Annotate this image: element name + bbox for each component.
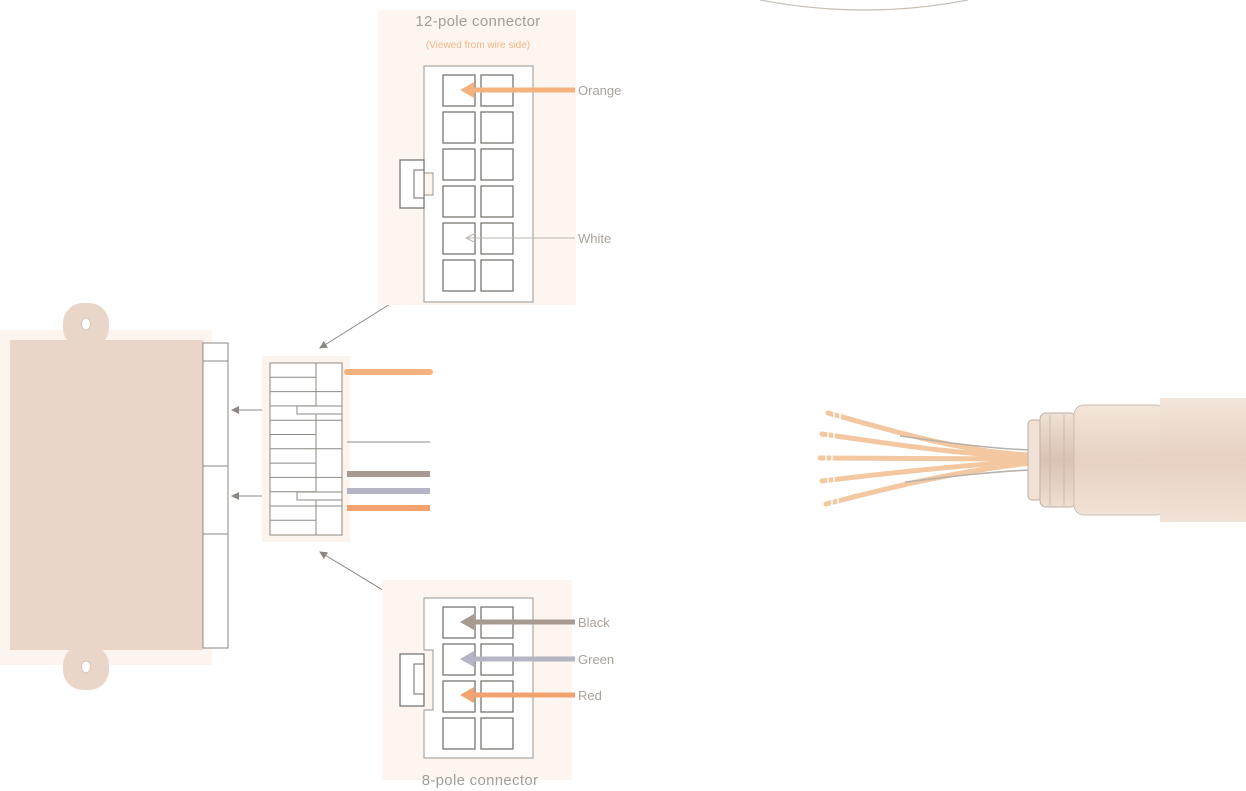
connector-8-title: 8-pole connector <box>422 772 539 789</box>
plug-latch-upper <box>296 405 343 415</box>
connector-12-cell <box>442 185 476 218</box>
cable-wire-thin-1 <box>899 435 1031 451</box>
pin-arrow-red-head <box>460 687 474 703</box>
connector-12-latch-inner <box>413 169 425 199</box>
cable-wire-3 <box>817 455 1033 462</box>
top-arc <box>759 0 969 11</box>
connector-12-cell <box>442 111 476 144</box>
connector-12-cell <box>442 259 476 292</box>
connector-12-cell <box>442 148 476 181</box>
connector-8-latch-inner <box>413 663 425 695</box>
bottom-mounting-hole <box>81 660 91 674</box>
connector-12-title: 12-pole connector <box>415 13 540 30</box>
cable-wire-thin-2 <box>904 469 1031 483</box>
connector-12-cell <box>480 259 514 292</box>
pin-arrow-black-head <box>460 614 474 630</box>
unit-socket-top <box>202 342 229 362</box>
cable-nut <box>1039 412 1077 508</box>
combined-plug <box>262 356 350 542</box>
cable-wire-4 <box>819 458 1033 484</box>
label-green: Green <box>578 652 614 667</box>
pin-arrow-white-head <box>464 232 477 244</box>
cable-gland <box>1073 404 1167 516</box>
connector-12-cell <box>480 148 514 181</box>
connector-8-pole: Black Green Red 8-pole connector <box>382 580 614 789</box>
cable-sheath <box>1160 398 1246 522</box>
cable-wire-5 <box>823 460 1033 507</box>
top-mounting-hole <box>81 317 91 331</box>
label-red: Red <box>578 688 602 703</box>
cable-wire-2 <box>819 431 1033 460</box>
connector-12-housing <box>423 65 534 303</box>
label-white: White <box>578 231 611 246</box>
pin-arrow-orange-head <box>460 82 474 98</box>
control-unit <box>0 303 229 690</box>
label-orange: Orange <box>578 83 621 98</box>
unit-body <box>10 340 203 650</box>
connector-12-pole: 12-pole connector (Viewed from wire side… <box>378 10 621 305</box>
cable-wires <box>817 410 1033 508</box>
label-black: Black <box>578 615 610 630</box>
unit-socket-frame <box>202 342 229 649</box>
connector-8-cell <box>480 717 514 750</box>
plug-latch-lower <box>296 491 343 501</box>
connector-8-cell <box>442 717 476 750</box>
connector-12-cell <box>480 111 514 144</box>
cable-end <box>817 398 1246 522</box>
connector-12-cell <box>480 185 514 218</box>
connector-12-subtitle: (Viewed from wire side) <box>426 40 530 51</box>
pin-arrow-green-head <box>460 651 474 667</box>
